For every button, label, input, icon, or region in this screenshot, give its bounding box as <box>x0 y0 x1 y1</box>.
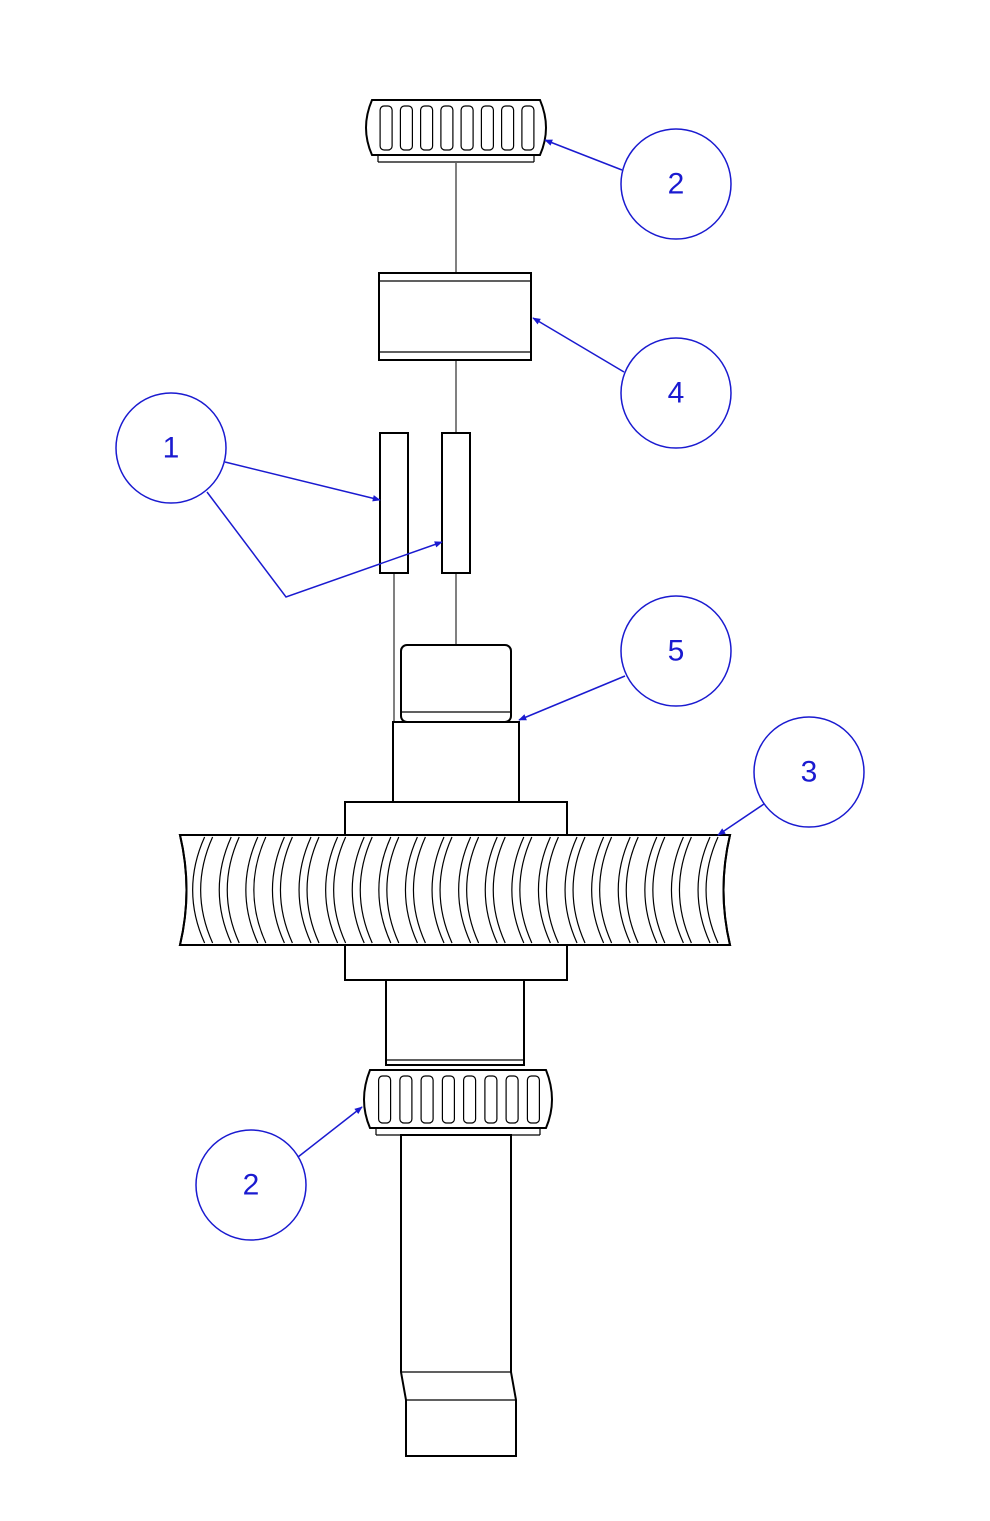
leader-key-right <box>206 491 443 598</box>
gear-tooth-flank <box>253 836 267 944</box>
gear-tooth <box>192 836 206 944</box>
gear-tooth-flank <box>492 836 506 944</box>
gear-tooth <box>404 836 418 944</box>
svg-text:5: 5 <box>668 635 685 668</box>
gear-tooth <box>351 836 365 944</box>
gear-tooth-flank <box>572 836 586 944</box>
svg-text:4: 4 <box>668 377 685 410</box>
shaft-upper-section <box>344 644 568 836</box>
gear-tooth <box>218 836 232 944</box>
gear-tooth-flank <box>439 836 453 944</box>
gear-tooth-flank <box>412 836 426 944</box>
bearing-roller <box>379 105 393 151</box>
gear-tooth-flank <box>306 836 320 944</box>
gear-tooth <box>484 836 498 944</box>
callout-top-bearing: 2 <box>544 128 732 240</box>
bearing-roller <box>484 1075 498 1124</box>
bearing-roller <box>526 1075 541 1124</box>
spacer-sleeve <box>378 272 532 361</box>
leader-shaft-shoulder <box>518 675 626 721</box>
gear-tooth-flank <box>279 836 293 944</box>
bearing-roller <box>420 1075 434 1124</box>
leader-bottom-bearing <box>297 1106 363 1158</box>
gear-tooth <box>511 836 525 944</box>
key-right <box>441 432 471 574</box>
bearing-roller <box>441 1075 455 1124</box>
gear-tooth-flank <box>545 836 559 944</box>
callout-spacer: 4 <box>532 317 732 449</box>
bearing-roller <box>480 105 494 151</box>
gear-tooth-flank <box>466 836 480 944</box>
gear-tooth <box>378 836 392 944</box>
leader-top-bearing <box>544 139 623 171</box>
key-left <box>379 432 409 574</box>
bearing-roller <box>378 1075 392 1124</box>
bearing-roller <box>505 1075 519 1124</box>
gear-tooth-flank <box>625 836 639 944</box>
gear-tooth <box>458 836 472 944</box>
gear-tooth-flank <box>226 836 240 944</box>
gear-tooth <box>325 836 339 944</box>
svg-text:1: 1 <box>163 432 180 465</box>
gear-tooth-flank <box>678 836 692 944</box>
gear-tooth <box>271 836 285 944</box>
gear-tooth <box>617 836 631 944</box>
gear-tooth <box>670 836 684 944</box>
gear-tooth-flank <box>386 836 400 944</box>
bearing-roller <box>420 105 434 151</box>
gear-tooth-flank <box>200 836 214 944</box>
svg-text:2: 2 <box>668 168 685 201</box>
leader-worm-gear <box>717 803 765 836</box>
bearing-roller <box>521 105 535 151</box>
gear-tooth-flank <box>359 836 373 944</box>
leader-spacer <box>532 317 625 373</box>
worm-gear <box>178 834 732 946</box>
gear-tooth <box>591 836 605 944</box>
shaft-lower-section <box>344 944 568 1066</box>
leader-key-left <box>224 461 381 502</box>
bearing-roller <box>501 105 515 151</box>
shaft-tail <box>400 1134 517 1457</box>
callout-bottom-bearing: 2 <box>195 1106 363 1241</box>
gear-tooth-flank <box>705 836 719 944</box>
bearing-roller <box>399 105 413 151</box>
callout-shaft-shoulder: 5 <box>518 595 732 721</box>
gear-tooth <box>697 836 711 944</box>
woodruff-keys <box>379 432 471 574</box>
callout-keys: 1 <box>115 392 443 598</box>
gear-tooth-flank <box>599 836 613 944</box>
gear-tooth <box>245 836 259 944</box>
svg-text:2: 2 <box>243 1169 260 1202</box>
gear-tooth <box>537 836 551 944</box>
top-tapered-roller-bearing <box>365 99 547 163</box>
bearing-roller <box>440 105 454 151</box>
bottom-tapered-roller-bearing <box>363 1069 553 1136</box>
bearing-roller <box>460 105 474 151</box>
gear-tooth <box>431 836 445 944</box>
gear-tooth-flank <box>519 836 533 944</box>
gear-tooth-flank <box>652 836 666 944</box>
callout-worm-gear: 3 <box>717 716 865 836</box>
gear-tooth <box>564 836 578 944</box>
bearing-roller <box>463 1075 477 1124</box>
gear-tooth <box>298 836 312 944</box>
gear-tooth-flank <box>333 836 347 944</box>
bearing-roller <box>399 1075 413 1124</box>
gear-tooth <box>644 836 658 944</box>
svg-text:3: 3 <box>801 756 818 789</box>
